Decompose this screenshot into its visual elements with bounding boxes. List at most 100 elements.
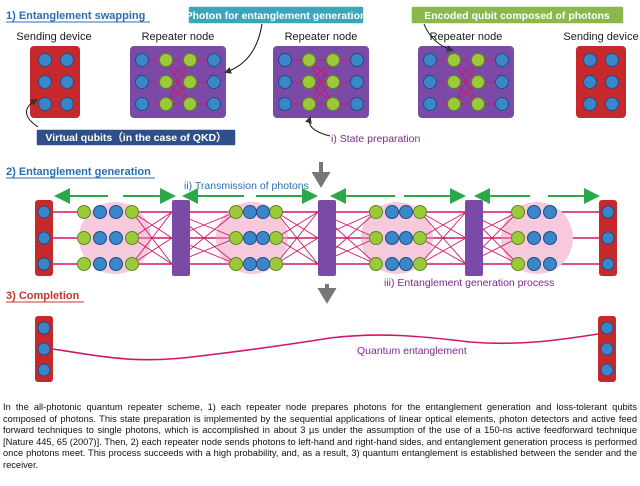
encoded-qubit [256, 257, 270, 271]
encoded-qubit [278, 53, 292, 67]
cross-link [131, 237, 173, 265]
encoded-qubit [350, 53, 364, 67]
encoded-qubit [399, 205, 413, 219]
encoded-qubit [207, 97, 221, 111]
callout-virtual-leader [26, 98, 39, 128]
quantum-entanglement-label: Quantum entanglement [357, 345, 467, 357]
section2-title: 2) Entanglement generation [6, 166, 151, 178]
encoded-qubit [243, 205, 257, 219]
encoded-qubit [495, 53, 509, 67]
state-preparation-label: i) State preparation [331, 133, 420, 145]
photon [369, 205, 383, 219]
sending-device-left [30, 46, 80, 118]
encoded-qubit [207, 75, 221, 89]
cross-link [275, 237, 319, 265]
generation-process-label: iii) Entanglement generation process [384, 277, 554, 289]
encoded-qubit [109, 205, 123, 219]
encoded-qubit [93, 231, 107, 245]
measurement-bar [172, 200, 190, 276]
encoded-qubit [385, 205, 399, 219]
photon [447, 75, 461, 89]
photon [183, 97, 197, 111]
device-qubit [37, 257, 51, 271]
photon [77, 205, 91, 219]
encoded-qubit [243, 257, 257, 271]
encoded-qubit [135, 75, 149, 89]
encoded-qubit [385, 257, 399, 271]
photon [326, 97, 340, 111]
repeater-node-2 [273, 46, 369, 118]
photon [183, 75, 197, 89]
photon [471, 97, 485, 111]
quantum-entanglement-link [52, 333, 599, 361]
photon [159, 75, 173, 89]
state-prep-leader [305, 116, 331, 137]
measurement-bar [318, 200, 336, 276]
encoded-qubit [527, 205, 541, 219]
callout-encoded-leader [423, 23, 454, 52]
callout-photon-leader [224, 23, 263, 74]
encoded-qubit [135, 53, 149, 67]
repeater-node-3-label: Repeater node [430, 31, 503, 43]
photon [326, 75, 340, 89]
encoded-qubit [423, 75, 437, 89]
encoded-qubit [350, 75, 364, 89]
callout-virtual-text: Virtual qubits（in the case of QKD） [45, 131, 226, 144]
repeater-node-2-label: Repeater node [285, 31, 358, 43]
device-qubit [37, 205, 51, 219]
encoded-qubit [256, 205, 270, 219]
completion-right-device [598, 316, 616, 382]
encoded-qubit [495, 75, 509, 89]
device-qubit [37, 231, 51, 245]
callout-encoded-text: Encoded qubit composed of photons [424, 10, 610, 22]
encoded-qubit [93, 257, 107, 271]
encoded-qubit [543, 205, 557, 219]
cross-link [419, 237, 467, 265]
encoded-qubit [109, 257, 123, 271]
photon [125, 205, 139, 219]
photon [269, 257, 283, 271]
encoded-qubit [135, 97, 149, 111]
encoded-qubit [543, 231, 557, 245]
encoded-qubit [385, 231, 399, 245]
callout-encoded-box: Encoded qubit composed of photons [410, 5, 625, 25]
cross-link [419, 211, 467, 239]
photon [159, 97, 173, 111]
callout-photon-text: Photon for entanglement generation [186, 10, 367, 22]
repeater-node-1 [130, 46, 226, 118]
device-qubit [601, 257, 615, 271]
completion-left-device [35, 316, 53, 382]
photon [511, 257, 525, 271]
encoded-qubit [278, 75, 292, 89]
photon [369, 231, 383, 245]
encoded-qubit [399, 231, 413, 245]
photon [471, 75, 485, 89]
photon [125, 231, 139, 245]
photon [511, 205, 525, 219]
down-arrow-1 [311, 162, 331, 188]
callout-virtual-box: Virtual qubits（in the case of QKD） [35, 128, 237, 147]
sending-device-left-label: Sending device [16, 31, 91, 43]
caption-paragraph: In the all-photonic quantum repeater sch… [3, 402, 637, 470]
photon [369, 257, 383, 271]
encoded-qubit [495, 97, 509, 111]
cross-link [419, 211, 467, 265]
photon [125, 257, 139, 271]
encoded-qubit [423, 53, 437, 67]
encoded-qubit [207, 53, 221, 67]
photon [413, 231, 427, 245]
cross-link [131, 211, 173, 265]
photon [269, 205, 283, 219]
photon [229, 205, 243, 219]
device-qubit [601, 205, 615, 219]
photon [229, 257, 243, 271]
photon [229, 231, 243, 245]
photon [302, 75, 316, 89]
photon [183, 53, 197, 67]
encoded-qubit [256, 231, 270, 245]
entanglement-generation-stage [35, 188, 617, 276]
sending-device-right-label: Sending device [563, 31, 638, 43]
transmission-label: ii) Transmission of photons [184, 180, 309, 192]
callout-photon-box: Photon for entanglement generation [186, 5, 367, 25]
photon [447, 97, 461, 111]
